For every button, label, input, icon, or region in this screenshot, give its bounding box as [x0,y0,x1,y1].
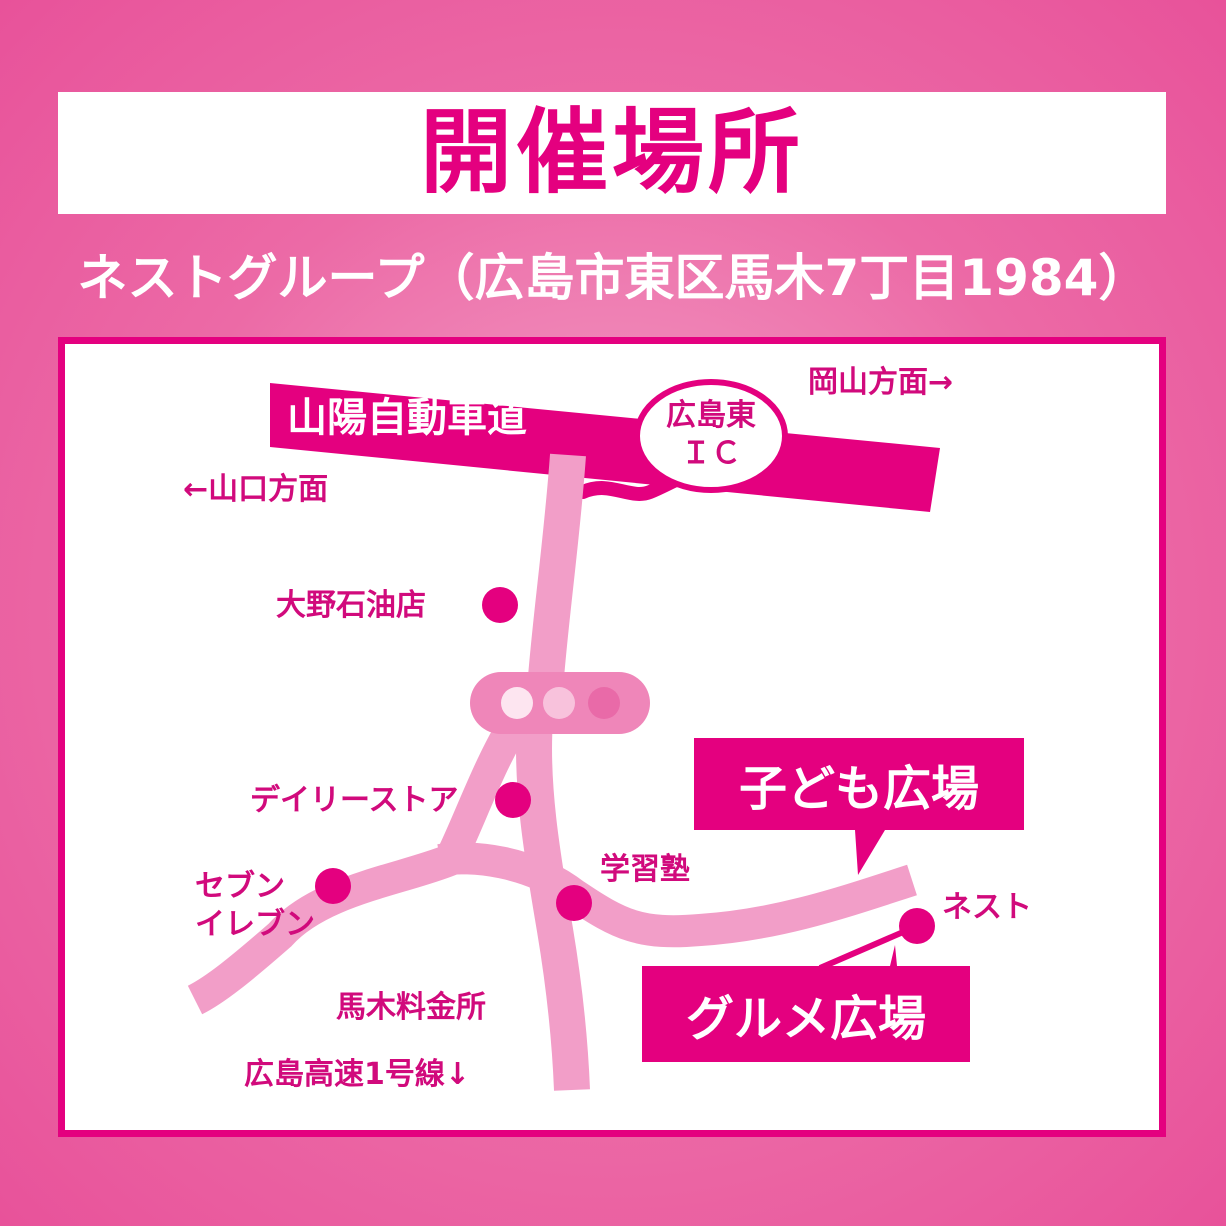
gourmet-area-label: グルメ広場 [685,991,926,1047]
seven-eleven-label-line2: イレブン [195,907,315,942]
signal-light-1 [501,687,533,719]
main-road-north [527,453,586,692]
west-road [187,706,534,1015]
direction-east-label: 岡山方面→ [808,365,954,400]
cram-school-marker [556,885,592,921]
gas-station-label: 大野石油店 [276,588,426,623]
cram-school-label: 学習塾 [600,852,690,887]
interchange-label: 広島東 ＩＣ [647,397,775,473]
gourmet-area-callout [642,945,970,1062]
seven-eleven-label: セブン イレブン [195,868,315,944]
tollgate-label: 馬木料金所 [336,990,486,1025]
title-banner: 開催場所 [58,92,1166,214]
kids-area-label: 子ども広場 [738,761,979,817]
interchange-label-line2: ＩＣ [681,436,741,471]
highway-south-label: 広島高速1号線↓ [244,1057,471,1092]
main-road-south [516,718,590,1091]
seven-eleven-marker [315,868,351,904]
venue-address: ネストグループ（広島市東区馬木7丁目1984） [77,249,1149,307]
expressway-label: 山陽自動車道 [287,395,527,441]
expressway-road [270,383,940,512]
cross-road [437,842,917,948]
daily-store-marker [495,782,531,818]
signal-light-2 [543,687,575,719]
nest-callout-line [818,923,919,971]
daily-store-label: デイリーストア [250,783,459,818]
signal-light-3 [588,687,620,719]
seven-eleven-label-line1: セブン [195,869,285,904]
page-title: 開催場所 [419,99,804,206]
direction-west-label: ←山口方面 [183,472,329,507]
interchange-marker [634,379,788,493]
kids-area-callout [694,738,1024,875]
nest-label: ネスト [942,890,1032,925]
interchange-label-line1: 広島東 [666,398,756,433]
gas-station-marker [482,587,518,623]
